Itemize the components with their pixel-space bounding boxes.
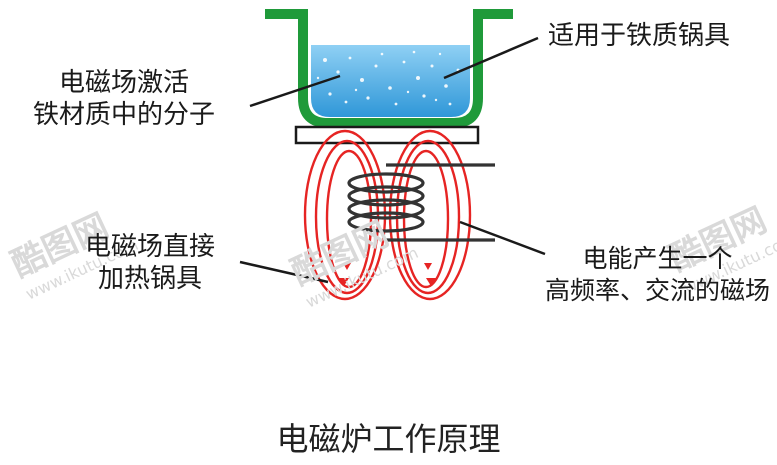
label-line: 电磁场激活	[58, 68, 189, 98]
label-high-frequency-field: 电能产生一个 高频率、交流的磁场	[540, 243, 775, 307]
label-line: 铁材质中的分子	[32, 100, 215, 130]
leader-lines	[239, 36, 546, 284]
pot-handle-right	[473, 9, 513, 25]
leader-right-mid	[459, 220, 546, 256]
diagram-title: 电磁炉工作原理	[276, 420, 501, 458]
water-bubbles	[316, 50, 460, 106]
induction-coil	[347, 163, 495, 242]
water	[311, 45, 470, 117]
cooktop-plate	[294, 125, 480, 145]
leader-top-right	[443, 36, 539, 80]
field-arrows	[339, 263, 436, 286]
label-suitable-iron-pots: 适用于铁质锅具	[548, 21, 731, 51]
leader-left-mid	[239, 260, 329, 284]
pot	[265, 9, 513, 128]
pot-body	[298, 20, 483, 128]
label-line: 加热锅具	[97, 264, 202, 294]
label-line: 电磁场直接	[84, 232, 215, 262]
label-field-heats-pot: 电磁场直接 加热锅具	[70, 231, 230, 295]
label-line: 电能产生一个	[582, 244, 733, 273]
label-line: 高频率、交流的磁场	[544, 276, 770, 305]
leader-left-top	[249, 74, 341, 108]
pot-handle-left	[265, 9, 308, 25]
label-field-activates-molecules: 电磁场激活 铁材质中的分子	[4, 67, 244, 131]
